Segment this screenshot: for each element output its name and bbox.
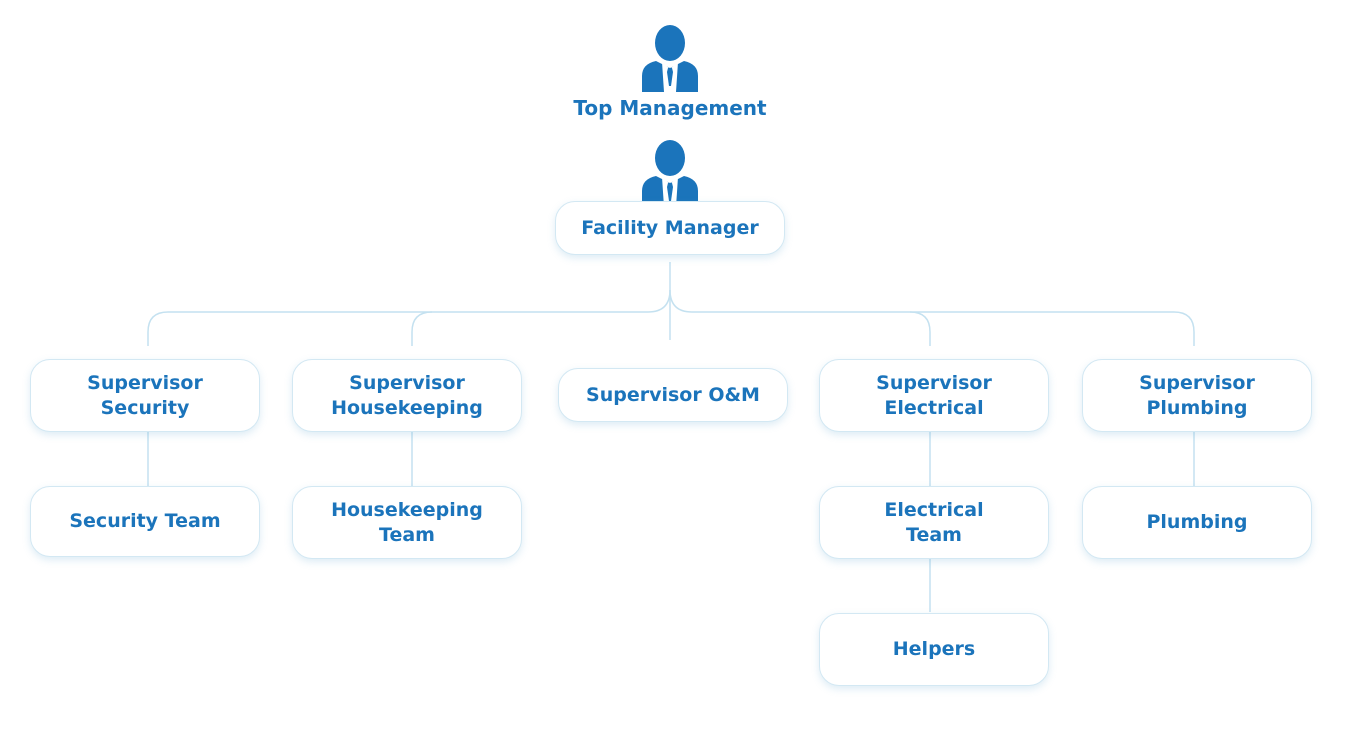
- node-label-line2: Electrical: [884, 396, 984, 419]
- node-label-line2: Team: [906, 523, 962, 546]
- supervisor-housekeeping-node: Supervisor Housekeeping: [292, 359, 522, 432]
- node-label-line1: Supervisor O&M: [586, 383, 760, 406]
- person-icon: [642, 25, 698, 92]
- node-label-line2: Plumbing: [1146, 396, 1248, 419]
- connector-housekeeping: [411, 311, 433, 346]
- electrical-team-node: Electrical Team: [819, 486, 1049, 559]
- housekeeping-team-node: Housekeeping Team: [292, 486, 522, 559]
- node-label-line1: Security Team: [69, 510, 221, 532]
- node-label-line1: Supervisor: [876, 371, 992, 394]
- node-label-line1: Supervisor: [1139, 371, 1255, 394]
- node-label-line1: Supervisor: [349, 371, 465, 394]
- node-label-line1: Helpers: [892, 638, 976, 660]
- connector-right-branch: [669, 289, 1195, 346]
- plumbing-team-node: Plumbing: [1082, 486, 1312, 559]
- helpers-node: Helpers: [819, 613, 1049, 686]
- person-icon: [642, 140, 698, 207]
- supervisor-electrical-node: Supervisor Electrical: [819, 359, 1049, 432]
- node-label-line1: Housekeeping: [331, 498, 483, 521]
- node-label-line1: Supervisor: [87, 371, 203, 394]
- connector-left-branch: [147, 289, 671, 346]
- facility-manager-label: Facility Manager: [581, 216, 759, 239]
- top-management-label: Top Management: [573, 96, 767, 120]
- supervisor-plumbing-node: Supervisor Plumbing: [1082, 359, 1312, 432]
- supervisor-security-node: Supervisor Security: [30, 359, 260, 432]
- node-label-line2: Security: [100, 396, 190, 419]
- connector-electrical: [909, 311, 931, 346]
- supervisor-om-node: Supervisor O&M: [558, 368, 788, 422]
- node-label-line1: Electrical: [884, 498, 984, 521]
- node-label-line2: Team: [379, 523, 435, 546]
- node-label-line2: Housekeeping: [331, 396, 483, 419]
- security-team-node: Security Team: [30, 486, 260, 557]
- facility-manager-node: Facility Manager: [555, 201, 785, 255]
- node-label-line1: Plumbing: [1146, 511, 1248, 533]
